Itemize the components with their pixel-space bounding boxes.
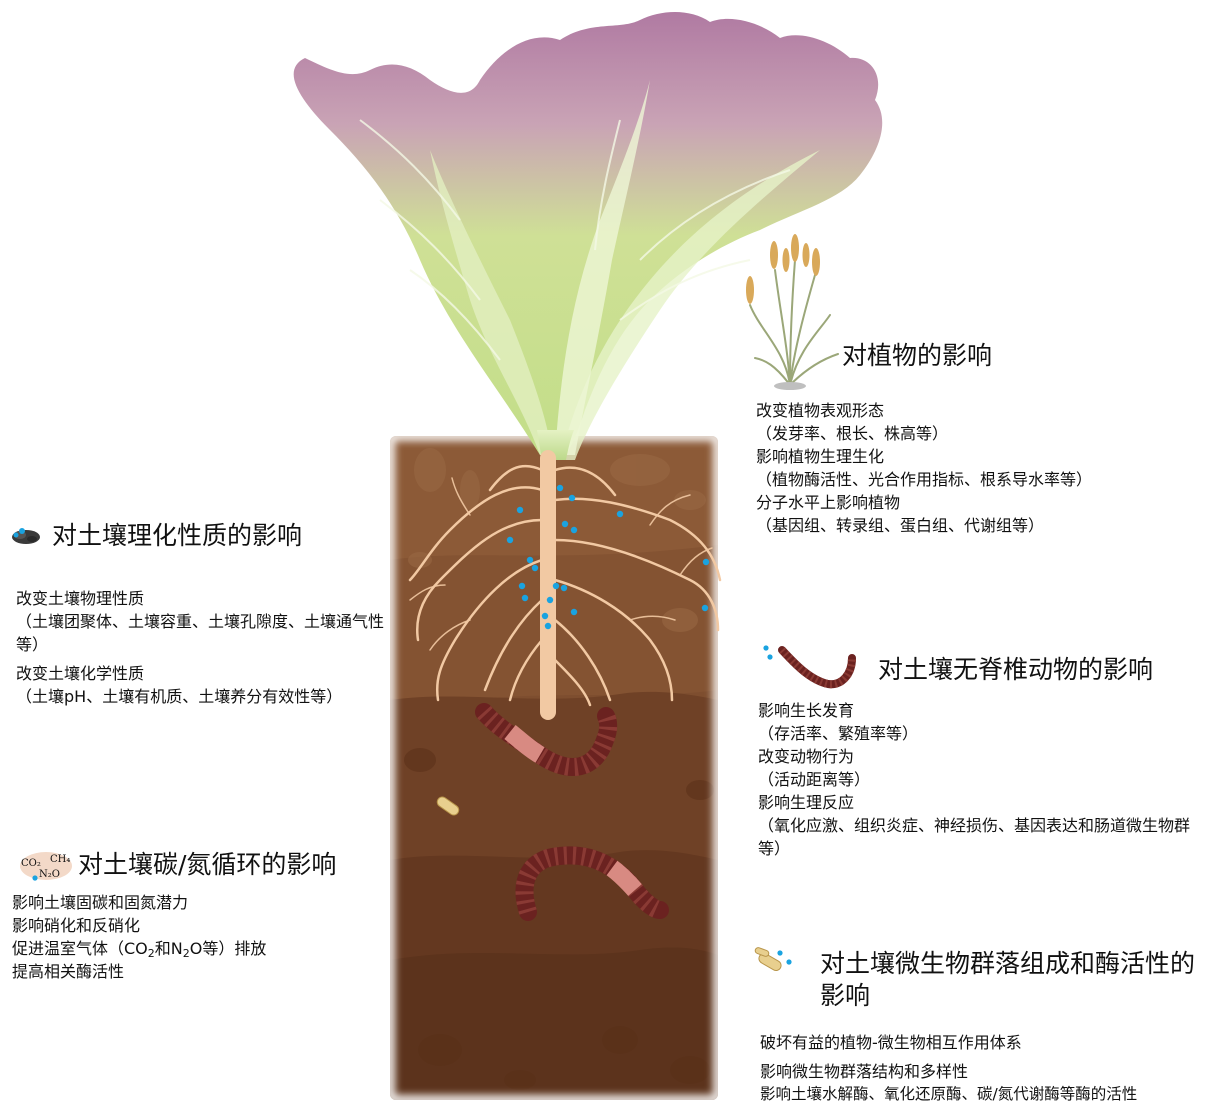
invertebrate-line: 影响生理反应 xyxy=(758,793,855,812)
soil-line: 改变土壤化学性质 xyxy=(16,664,145,683)
plant-line: 分子水平上影响植物 xyxy=(756,493,901,512)
soil-line: （土壤团聚体、土壤容重、土壤孔隙度、土壤通气性等） xyxy=(16,612,385,654)
invertebrate-section: 对土壤无脊椎动物的影响 xyxy=(878,654,1153,686)
earthworm-icon xyxy=(763,645,856,689)
plant-line: （基因组、转录组、蛋白组、代谢组等） xyxy=(756,516,1045,535)
plant-line: 影响植物生理生化 xyxy=(756,447,885,466)
plant-line: （植物酶活性、光合作用指标、根系导水率等） xyxy=(756,470,1093,489)
invertebrate-line: （存活率、繁殖率等） xyxy=(758,724,919,743)
invertebrate-title: 对土壤无脊椎动物的影响 xyxy=(878,655,1154,684)
cycle-line-ghg: 促进温室气体（CO2和N2O等）排放 xyxy=(12,939,267,960)
plant-roots xyxy=(408,450,722,720)
plant-section: 对植物的影响 xyxy=(842,340,992,372)
gas-label-ch4: CH₄ xyxy=(50,854,70,865)
lettuce-plant xyxy=(293,12,883,460)
microbe-list: 破坏有益的植物-微生物相互作用体系 影响微生物群落结构和多样性 影响土壤水解酶、… xyxy=(760,1031,1226,1106)
invertebrate-line: （氧化应激、组织炎症、神经损伤、基因表达和肠道微生物群等） xyxy=(758,816,1191,858)
plant-line: 改变植物表观形态 xyxy=(756,401,885,420)
earthworm-upper xyxy=(475,703,618,776)
gas-molecules-icon: CO₂ CH₄ N₂O xyxy=(20,852,72,881)
plant-list: 改变植物表观形态 （发芽率、根长、株高等） 影响植物生理生化 （植物酶活性、光合… xyxy=(756,399,1196,537)
gas-label-n2o: N₂O xyxy=(39,869,60,880)
soil-properties-list: 改变土壤物理性质 （土壤团聚体、土壤容重、土壤孔隙度、土壤通气性等） 改变土壤化… xyxy=(16,587,402,708)
earthworm-lower xyxy=(515,846,669,921)
cycle-line: 影响硝化和反硝化 xyxy=(12,916,141,935)
soil-bacteria xyxy=(436,796,460,816)
bacteria-icon xyxy=(754,947,792,971)
invertebrate-line: （活动距离等） xyxy=(758,770,871,789)
soil-line: （土壤pH、土壤有机质、土壤养分有效性等） xyxy=(16,687,343,706)
soil-properties-section: 对土壤理化性质的影响 xyxy=(52,520,302,552)
plant-line: （发芽率、根长、株高等） xyxy=(756,424,949,443)
invertebrate-line: 影响生长发育 xyxy=(758,701,855,720)
gas-label-co2: CO₂ xyxy=(21,858,41,869)
invertebrate-line: 改变动物行为 xyxy=(758,747,855,766)
microbe-line: 影响土壤水解酶、氧化还原酶、碳/氮代谢酶等酶的活性 xyxy=(760,1085,1138,1103)
invertebrate-list: 影响生长发育 （存活率、繁殖率等） 改变动物行为 （活动距离等） 影响生理反应 … xyxy=(758,699,1208,860)
wheat-icon xyxy=(746,234,839,390)
cycle-line: 影响土壤固碳和固氮潜力 xyxy=(12,893,189,912)
microbe-section: 对土壤微生物群落组成和酶活性的影响 xyxy=(820,948,1210,1012)
carbon-nitrogen-section: 对土壤碳/氮循环的影响 xyxy=(78,849,336,881)
microbe-line: 破坏有益的植物-微生物相互作用体系 xyxy=(760,1033,1022,1052)
plant-title: 对植物的影响 xyxy=(842,341,993,370)
soil-properties-title: 对土壤理化性质的影响 xyxy=(52,521,303,550)
cycle-line: 提高相关酶活性 xyxy=(12,962,125,981)
carbon-nitrogen-list: 影响土壤固碳和固氮潜力 影响硝化和反硝化 促进温室气体（CO2和N2O等）排放 … xyxy=(12,891,382,983)
microbe-title: 对土壤微生物群落组成和酶活性的影响 xyxy=(820,949,1196,1010)
microplastic-cluster-icon xyxy=(12,528,40,544)
soil-line: 改变土壤物理性质 xyxy=(16,589,145,608)
microplastic-particles xyxy=(506,484,710,630)
microbe-line: 影响微生物群落结构和多样性 xyxy=(760,1062,969,1081)
carbon-nitrogen-title: 对土壤碳/氮循环的影响 xyxy=(78,850,337,879)
